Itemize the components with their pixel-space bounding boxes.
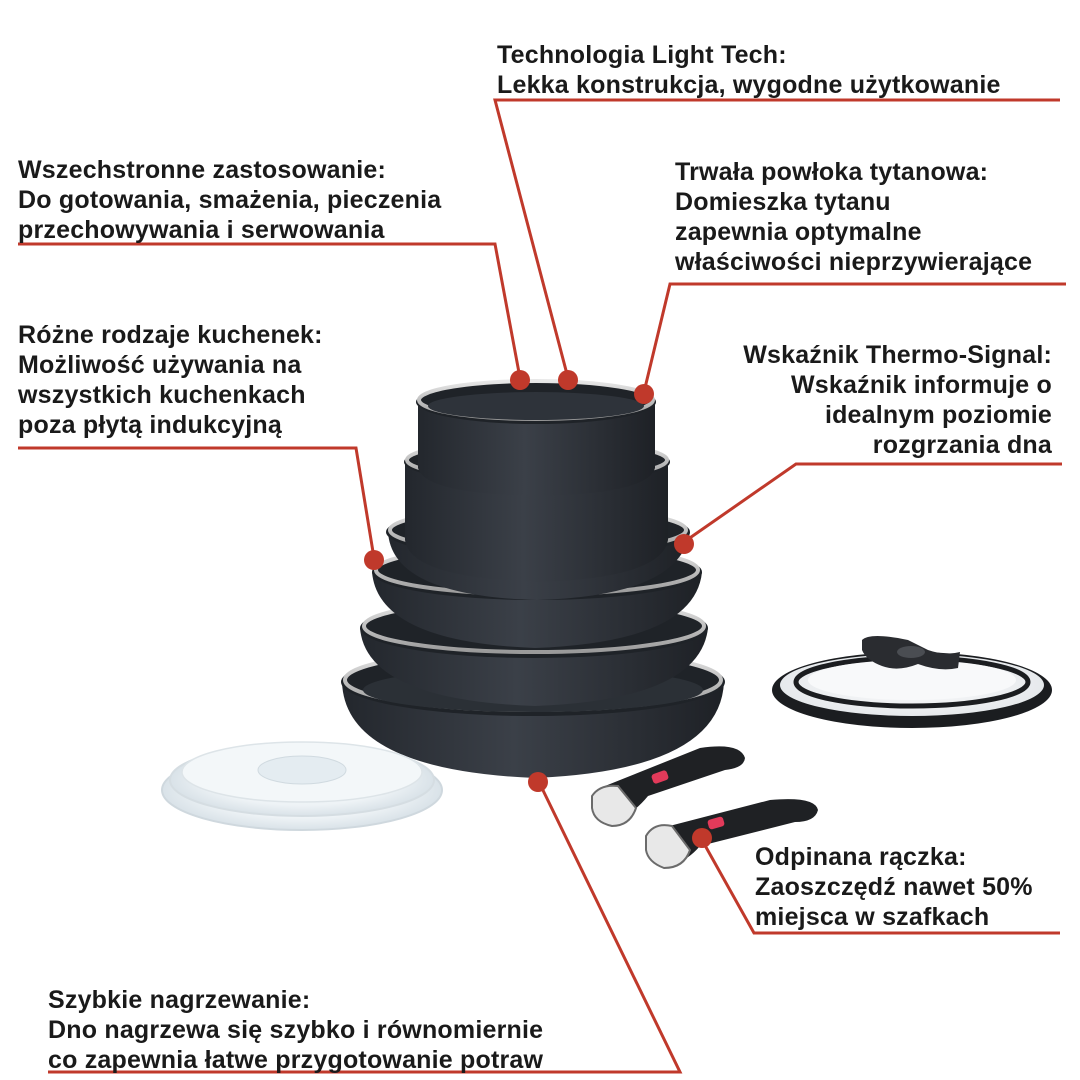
feature-title: Wszechstronne zastosowanie: (18, 156, 386, 184)
callout-line-versatile (18, 242, 522, 379)
cookware-set-illustration (341, 379, 725, 778)
feature-line: Wskaźnik informuje o (791, 371, 1052, 399)
callout-line-stoves (18, 446, 376, 559)
red-dot-icon (558, 370, 578, 390)
callout-line-heating (48, 779, 683, 1074)
feature-light-tech: Technologia Light Tech: Lekka konstrukcj… (497, 40, 1001, 100)
feature-title: Odpinana rączka: (755, 843, 967, 871)
feature-line: poza płytą indukcyjną (18, 411, 282, 439)
feature-detachable-handle: Odpinana rączka: Zaoszczędź nawet 50% mi… (755, 842, 1033, 932)
red-dot-icon (528, 772, 548, 792)
feature-line: zapewnia optymalne (675, 218, 922, 246)
feature-line: Lekka konstrukcja, wygodne użytkowanie (497, 71, 1001, 99)
callout-line-titanium (642, 282, 1066, 393)
feature-title: Różne rodzaje kuchenek: (18, 321, 323, 349)
callout-line-light-tech (493, 98, 1060, 379)
callout-line-thermo (683, 462, 1062, 544)
saucepan-small (416, 379, 656, 496)
red-dot-icon (692, 828, 712, 848)
feature-line: Domieszka tytanu (675, 188, 891, 216)
feature-line: właściwości nieprzywierające (675, 248, 1033, 276)
glass-lid-illustration (772, 636, 1052, 728)
feature-stove-types: Różne rodzaje kuchenek: Możliwość używan… (18, 320, 323, 440)
red-dot-icon (674, 534, 694, 554)
handle-lower (645, 799, 818, 870)
red-dot-icon (364, 550, 384, 570)
feature-line: Do gotowania, smażenia, pieczenia (18, 186, 442, 214)
feature-title: Szybkie nagrzewanie: (48, 986, 311, 1014)
handle-upper (591, 746, 745, 828)
feature-line: rozgrzania dna (872, 431, 1052, 459)
callout-lines (18, 98, 1066, 1074)
feature-versatile-use: Wszechstronne zastosowanie: Do gotowania… (18, 155, 441, 245)
feature-thermo-signal: Wskaźnik Thermo-Signal: Wskaźnik informu… (743, 340, 1052, 460)
feature-title: Trwała powłoka tytanowa: (675, 158, 989, 186)
feature-line: Zaoszczędź nawet 50% (755, 873, 1033, 901)
feature-line: przechowywania i serwowania (18, 216, 385, 244)
feature-line: Dno nagrzewa się szybko i równomiernie (48, 1016, 544, 1044)
feature-line: co zapewnia łatwe przygotowanie potraw (48, 1046, 544, 1074)
red-dot-icon (634, 384, 654, 404)
feature-title: Technologia Light Tech: (497, 41, 787, 69)
red-dot-icon (510, 370, 530, 390)
storage-lids-illustration (161, 741, 443, 831)
feature-line: idealnym poziomie (824, 401, 1052, 429)
feature-line: Możliwość używania na (18, 351, 302, 379)
detachable-handles-illustration (591, 746, 818, 870)
feature-fast-heating: Szybkie nagrzewanie: Dno nagrzewa się sz… (48, 985, 543, 1075)
feature-line: miejsca w szafkach (755, 903, 990, 931)
feature-titanium-coating: Trwała powłoka tytanowa: Domieszka tytan… (675, 157, 1032, 277)
feature-line: wszystkich kuchenkach (18, 381, 306, 409)
callout-line-handle (700, 839, 1060, 935)
callout-dots (364, 370, 712, 848)
feature-title: Wskaźnik Thermo-Signal: (743, 341, 1052, 369)
